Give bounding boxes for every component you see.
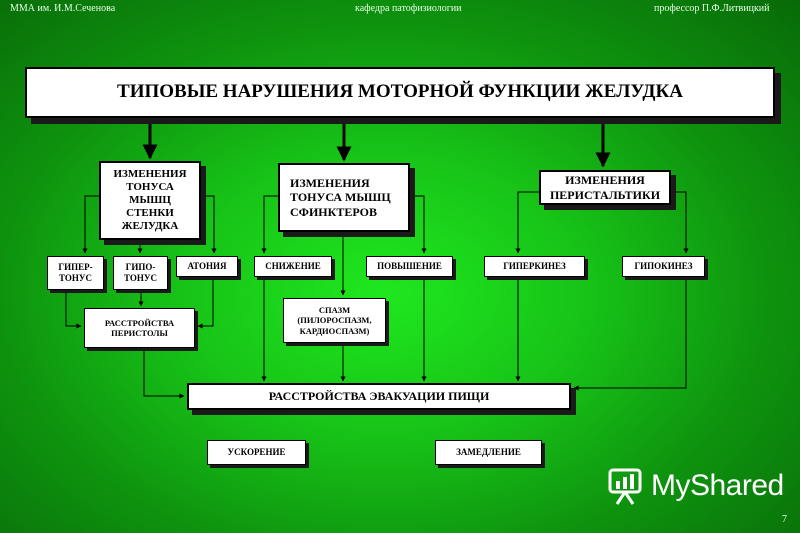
- myshared-logo: MyShared: [607, 466, 784, 506]
- hypotonus-box: ГИПО-ТОНУС: [113, 256, 168, 290]
- atonia-box: АТОНИЯ: [176, 256, 238, 277]
- sphincter-tone-box: ИЗМЕНЕНИЯ ТОНУСА МЫШЦ СФИНКТЕРОВ: [278, 163, 410, 232]
- atonia-to-peristole: [197, 277, 214, 329]
- hypokinesis-to-evacuation: [573, 277, 687, 391]
- header-institution: ММА им. И.М.Сеченова: [10, 3, 116, 14]
- branch-hyperkinesis: [515, 191, 540, 254]
- branch-atonia: [200, 195, 217, 254]
- peristole-disorder-box: РАССТРОЙСТВА ПЕРИСТОЛЫ: [84, 308, 195, 348]
- branch-decrease: [261, 195, 279, 254]
- spasm-box: СПАЗМ (ПИЛОРОСПАЗМ, КАРДИОСПАЗМ): [283, 298, 386, 343]
- wall-tone-box: ИЗМЕНЕНИЯ ТОНУСА МЫШЦ СТЕНКИ ЖЕЛУДКА: [99, 161, 201, 240]
- evacuation-box: РАССТРОЙСТВА ЭВАКУАЦИИ ПИЩИ: [187, 383, 571, 410]
- branch-hypertonus: [82, 195, 100, 254]
- peristole-to-evacuation: [143, 348, 185, 399]
- header-professor: профессор П.Ф.Литвицкий: [654, 3, 770, 14]
- hypertonus-to-peristole: [65, 290, 82, 329]
- logo-text: MyShared: [651, 469, 784, 502]
- acceleration-box: УСКОРЕНИЕ: [207, 440, 306, 465]
- decrease-box: СНИЖЕНИЕ: [254, 256, 332, 277]
- hypokinesis-box: ГИПОКИНЕЗ: [622, 256, 705, 277]
- deceleration-box: ЗАМЕДЛЕНИЕ: [435, 440, 542, 465]
- page-number: 7: [782, 514, 787, 525]
- hyperkinesis-box: ГИПЕРКИНЕЗ: [484, 256, 585, 277]
- header-department: кафедра патофизиологии: [355, 3, 462, 14]
- increase-box: ПОВЫШЕНИЕ: [366, 256, 453, 277]
- presentation-board-icon: [608, 468, 642, 505]
- title-box: ТИПОВЫЕ НАРУШЕНИЯ МОТОРНОЙ ФУНКЦИИ ЖЕЛУД…: [25, 67, 775, 118]
- branch-increase: [409, 195, 427, 254]
- peristalsis-box: ИЗМЕНЕНИЯ ПЕРИСТАЛЬТИКИ: [539, 170, 671, 205]
- hypertonus-box: ГИПЕР-ТОНУС: [47, 256, 104, 290]
- branch-hypokinesis: [670, 191, 689, 254]
